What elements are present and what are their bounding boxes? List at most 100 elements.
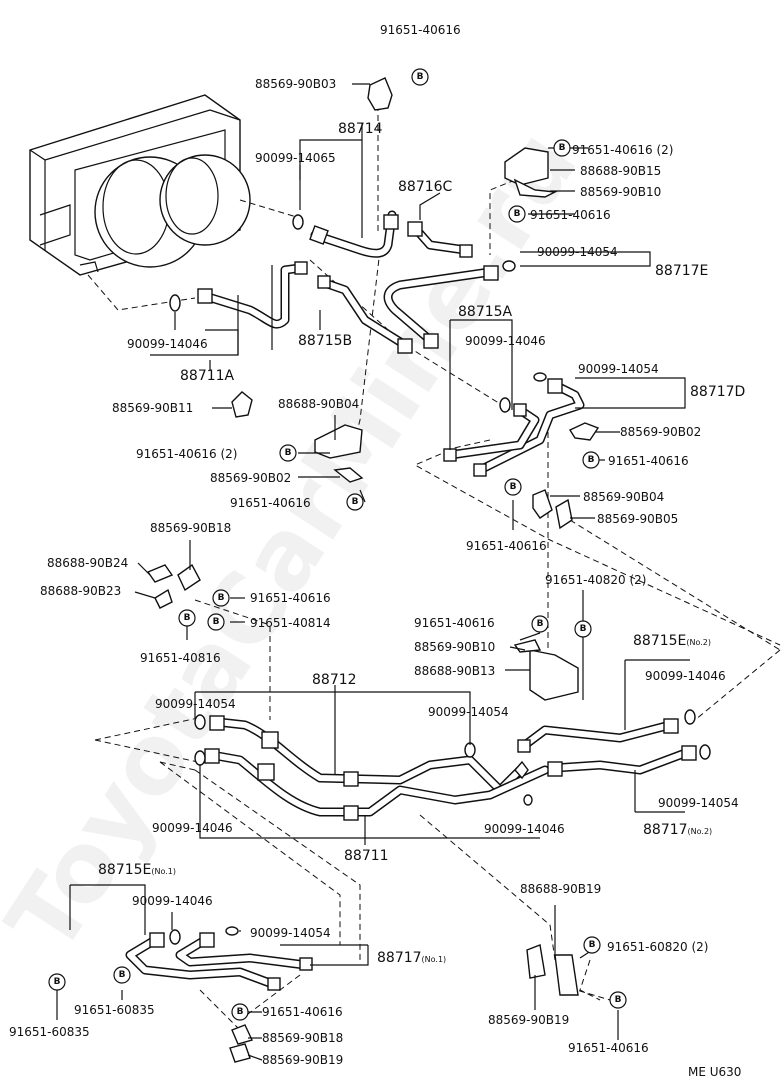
svg-text:B: B (589, 940, 596, 950)
bolt-marker: B (609, 991, 627, 1009)
bolt-marker: B (553, 139, 571, 157)
label-88688-90b04: 88688-90B04 (278, 397, 359, 411)
bolt-marker: B (582, 451, 600, 469)
svg-text:B: B (119, 970, 126, 980)
svg-text:B: B (213, 617, 220, 627)
label-91651-40616-2: 91651-40616 (2) (572, 143, 674, 157)
svg-text:B: B (615, 995, 622, 1005)
label-88569-90b02: 88569-90B02 (210, 471, 291, 485)
label-88717d: 88717D (690, 384, 745, 400)
label-91651-40816: 91651-40816 (140, 651, 221, 665)
label-91651-60835: 91651-60835 (74, 1003, 155, 1017)
label-90099-14046: 90099-14046 (465, 334, 546, 348)
label-90099-14054: 90099-14054 (658, 796, 739, 810)
svg-text:B: B (285, 448, 292, 458)
label-90099-14054: 90099-14054 (537, 245, 618, 259)
label-88714: 88714 (338, 121, 383, 137)
label-91651-40616-2: 91651-40616 (2) (136, 447, 238, 461)
bolt-marker: B (504, 478, 522, 496)
label-leaders (56, 83, 690, 1061)
svg-text:B: B (514, 209, 521, 219)
diagram-code: ME U630 (688, 1065, 741, 1079)
label-88715e-no2: 88715E(No.2) (633, 633, 711, 649)
label-90099-14054: 90099-14054 (578, 362, 659, 376)
label-88711a: 88711A (180, 368, 235, 384)
label-91651-40820-2: 91651-40820 (2) (545, 573, 647, 587)
label-90099-14065: 90099-14065 (255, 151, 336, 165)
label-91651-40616: 91651-40616 (230, 496, 311, 510)
label-91651-40616: 91651-40616 (380, 23, 461, 37)
label-88569-90b04: 88569-90B04 (583, 490, 664, 504)
bolt-marker: B (279, 444, 297, 462)
label-91651-60820-2: 91651-60820 (2) (607, 940, 709, 954)
label-88569-90b05: 88569-90B05 (597, 512, 678, 526)
part-labels: 91651-40616 88569-90B03 88714 90099-1406… (9, 23, 745, 1079)
svg-text:B: B (237, 1007, 244, 1017)
svg-text:B: B (352, 497, 359, 507)
svg-text:B: B (580, 624, 587, 634)
bolt-marker: B (574, 620, 592, 638)
label-88711: 88711 (344, 848, 389, 864)
label-91651-40616: 91651-40616 (530, 208, 611, 222)
label-88688-90b24: 88688-90B24 (47, 556, 128, 570)
oil-cooler-pipes (125, 210, 693, 990)
label-91651-60835: 91651-60835 (9, 1025, 90, 1039)
svg-text:B: B (218, 593, 225, 603)
label-88688-90b23: 88688-90B23 (40, 584, 121, 598)
bolt-marker: B (231, 1003, 249, 1021)
label-90099-14046: 90099-14046 (127, 337, 208, 351)
svg-text:B: B (537, 619, 544, 629)
label-91651-40616: 91651-40616 (568, 1041, 649, 1055)
svg-text:B: B (588, 455, 595, 465)
label-88688-90b13: 88688-90B13 (414, 664, 495, 678)
label-91651-40616: 91651-40616 (608, 454, 689, 468)
label-88716c: 88716C (398, 179, 453, 195)
label-90099-14046: 90099-14046 (152, 821, 233, 835)
label-88569-90b10: 88569-90B10 (580, 185, 661, 199)
label-91651-40616: 91651-40616 (414, 616, 495, 630)
bolt-marker: B (178, 609, 196, 627)
label-88717e: 88717E (655, 263, 708, 279)
label-88688-90b15: 88688-90B15 (580, 164, 661, 178)
bolt-marker: B (207, 613, 225, 631)
oil-cooler-drawing (29, 94, 251, 276)
bolt-marker: B (48, 973, 66, 991)
label-91651-40616: 91651-40616 (466, 539, 547, 553)
bolt-marker: B (212, 589, 230, 607)
bolt-marker: B (508, 205, 526, 223)
svg-text:B: B (417, 72, 424, 82)
label-91651-40616: 91651-40616 (262, 1005, 343, 1019)
bolt-marker: B (531, 615, 549, 633)
bolt-marker: B (411, 68, 429, 86)
label-88569-90b19: 88569-90B19 (262, 1053, 343, 1067)
label-88715a: 88715A (458, 304, 513, 320)
bolt-marker: B (346, 493, 364, 511)
label-90099-14046: 90099-14046 (484, 822, 565, 836)
bolt-marker: B (583, 936, 601, 954)
label-88715e-no1: 88715E(No.1) (98, 862, 176, 878)
label-90099-14054: 90099-14054 (155, 697, 236, 711)
label-90099-14054: 90099-14054 (428, 705, 509, 719)
label-88569-90b11: 88569-90B11 (112, 401, 193, 415)
label-90099-14046: 90099-14046 (645, 669, 726, 683)
svg-text:B: B (559, 143, 566, 153)
label-88717-no2: 88717(No.2) (643, 822, 712, 838)
label-88569-90b02: 88569-90B02 (620, 425, 701, 439)
svg-text:B: B (510, 482, 517, 492)
fittings (149, 214, 697, 991)
label-88715b: 88715B (298, 333, 352, 349)
label-88569-90b03: 88569-90B03 (255, 77, 336, 91)
label-88717-no1: 88717(No.1) (377, 950, 446, 966)
bolt-marker: B (113, 966, 131, 984)
label-88569-90b19: 88569-90B19 (488, 1013, 569, 1027)
svg-text:B: B (54, 977, 61, 987)
label-88688-90b19: 88688-90B19 (520, 882, 601, 896)
label-91651-40814: 91651-40814 (250, 616, 331, 630)
svg-text:B: B (184, 613, 191, 623)
label-90099-14054: 90099-14054 (250, 926, 331, 940)
label-88569-90b10: 88569-90B10 (414, 640, 495, 654)
bolt-markers: B B B B B B B B B B B B B B B B B (48, 68, 627, 1021)
label-88569-90b18: 88569-90B18 (150, 521, 231, 535)
label-91651-40616: 91651-40616 (250, 591, 331, 605)
